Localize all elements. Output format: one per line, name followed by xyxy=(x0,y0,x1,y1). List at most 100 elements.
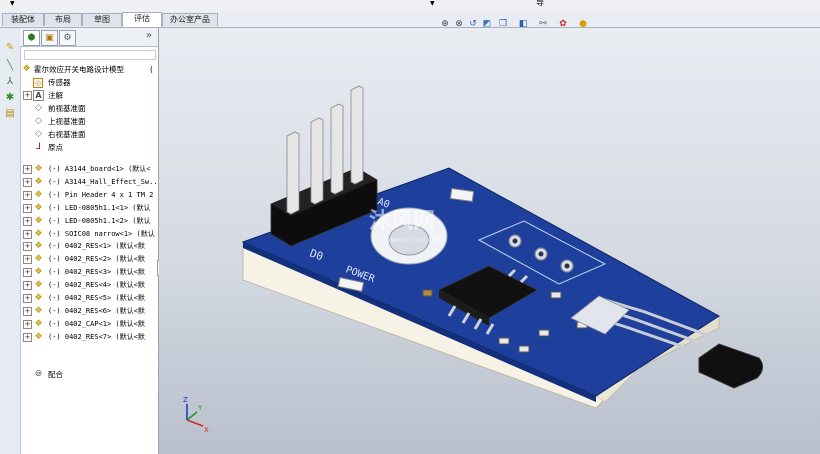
part-icon: ❖ xyxy=(34,202,43,213)
configuration-manager-tab-icon[interactable]: ⚙ xyxy=(59,30,76,46)
expand-icon[interactable]: + xyxy=(23,216,32,226)
soic-chip-side xyxy=(439,290,489,326)
previous-view-icon[interactable]: ↺ xyxy=(469,19,477,29)
feature-manager-panel: ✎ ╲ ⅄ ✱ ▤ ⬢ ▣ ⚙ » ❖ 霍尔效应开关电路设计模型 ( ◎ 传感器… xyxy=(0,28,164,454)
tab-evaluate[interactable]: 评估 xyxy=(122,12,162,27)
zoom-to-area-icon[interactable]: ⊗ xyxy=(455,19,463,29)
tab-office-products[interactable]: 办公室产品 xyxy=(162,13,218,26)
axis-tool-icon[interactable]: ⅄ xyxy=(6,76,14,87)
component-label: (-) LED-0805h1.1<1> (默认 xyxy=(48,203,151,212)
hall-sensor-body xyxy=(698,343,763,389)
view-orientation-icon[interactable]: ❒ xyxy=(498,19,508,29)
model-view[interactable]: POWER D0 A0 沐风网 www.mfcad.com Z Y X xyxy=(159,28,820,454)
dropdown-icon[interactable]: ▼ xyxy=(10,0,15,7)
pcb-edge xyxy=(243,242,596,402)
part-icon: ❖ xyxy=(34,280,43,291)
layer-tool-icon[interactable]: ▤ xyxy=(5,108,15,119)
expand-icon[interactable]: + xyxy=(23,165,32,174)
tree-item-component[interactable]: +❖(-) LED-0805h1.1<2> (默认 xyxy=(20,215,158,228)
expand-icon[interactable]: + xyxy=(23,255,32,265)
component-label: (-) Pin Header 4 x 1 TM 2 xyxy=(48,190,154,199)
pcb-label-a0: A0 xyxy=(376,196,391,210)
tree-item-component[interactable]: +❖(-) 0402_RES<3> (默认<默 xyxy=(20,266,158,279)
tree-item-component[interactable]: +❖ (-) SOIC08 narrow<1> (默认 xyxy=(20,228,158,241)
tree-item-sensors[interactable]: ◎ 传感器 xyxy=(33,78,71,88)
tree-item-component[interactable]: +❖ (-) LED-0805h1.1<1> (默认 xyxy=(20,202,158,215)
tree-filter-input[interactable] xyxy=(24,50,156,60)
tree-item-component[interactable]: +❖(-) 0402_RES<6> (默认<默 xyxy=(20,305,158,318)
tree-item-plane[interactable]: ◇ 上视基准面 xyxy=(20,115,158,128)
expand-panel-icon[interactable]: » xyxy=(145,30,152,41)
smd-resistor xyxy=(550,291,562,299)
component-label: (-) LED-0805h1.1<2> (默认 xyxy=(48,216,151,225)
expand-icon[interactable]: + xyxy=(23,203,32,213)
component-label: (-) 0402_RES<1> (默认<默 xyxy=(48,242,145,251)
header-pins xyxy=(286,85,364,215)
tab-layout[interactable]: 布局 xyxy=(44,13,82,26)
feature-manager-tab-icon[interactable]: ⬢ xyxy=(23,30,40,46)
zoom-to-fit-icon[interactable]: ⊕ xyxy=(441,19,449,29)
silkscreen-outline xyxy=(477,220,607,285)
pcb-label-d0: D0 xyxy=(308,247,325,264)
dropdown-icon[interactable]: ▼ xyxy=(430,0,435,7)
component-label: (-) SOIC08 narrow<1> (默认 xyxy=(48,229,155,238)
sketch-line-icon[interactable]: ✎ xyxy=(5,42,15,53)
expand-icon[interactable]: + xyxy=(23,177,32,187)
tree-item-component[interactable]: +❖(-) A3144_board<1> (默认< xyxy=(20,163,158,176)
scene-icon[interactable]: ● xyxy=(579,19,587,29)
tree-item-component[interactable]: +❖ (-) 0402_RES<1> (默认<默 xyxy=(20,240,158,253)
coordinate-triad: Z Y X xyxy=(183,396,209,434)
hide-show-icon[interactable]: ⚯ xyxy=(539,19,547,29)
display-style-icon[interactable]: ◧ xyxy=(518,19,528,29)
watermark-url: www.mfcad.com xyxy=(385,236,443,244)
tree-item-component[interactable]: +❖ (-) Pin Header 4 x 1 TM 2 xyxy=(20,189,158,202)
side-toolbar: ✎ ╲ ⅄ ✱ ▤ xyxy=(0,28,21,454)
assembly-icon: ❖ xyxy=(22,64,31,74)
point-tool-icon[interactable]: ✱ xyxy=(5,92,15,103)
part-icon: ❖ xyxy=(34,254,43,265)
part-icon: ❖ xyxy=(34,189,43,200)
tab-assembly[interactable]: 装配体 xyxy=(2,13,44,26)
tree-item-annotations[interactable]: + A 注解 xyxy=(23,90,63,101)
expand-icon[interactable]: + xyxy=(23,319,32,329)
component-label: (-) 0402_RES<4> (默认<默 xyxy=(48,281,145,290)
expand-icon[interactable]: + xyxy=(23,268,32,278)
expand-icon[interactable]: + xyxy=(23,306,32,316)
tree-root[interactable]: ❖ 霍尔效应开关电路设计模型 ( xyxy=(20,63,158,76)
part-icon: ❖ xyxy=(34,241,43,252)
component-label: (-) 0402_RES<5> (默认<默 xyxy=(48,294,145,302)
soic-chip xyxy=(438,265,538,319)
part-icon: ❖ xyxy=(34,293,43,303)
expand-icon[interactable]: + xyxy=(23,91,32,100)
tree-item-component[interactable]: +❖(-) 0402_RES<7> (默认<默 xyxy=(20,331,158,344)
section-view-icon[interactable]: ◩ xyxy=(482,19,492,29)
plane-icon: ◇ xyxy=(35,129,42,139)
tree-item-plane[interactable]: ◇ 前视基准面 xyxy=(20,102,158,115)
component-label: (-) A3144_board<1> (默认< xyxy=(48,165,151,173)
tree-item-component[interactable]: +❖(-) 0402_CAP<1> (默认<默 xyxy=(20,318,158,331)
edit-appearance-icon[interactable]: ✿ xyxy=(559,19,567,29)
expand-icon[interactable]: + xyxy=(23,242,32,252)
component-label: (-) 0402_RES<3> (默认<默 xyxy=(48,268,145,277)
component-label: (-) 0402_RES<7> (默认<默 xyxy=(48,332,145,341)
tree-item-component[interactable]: +❖ (-) 0402_RES<4> (默认<默 xyxy=(20,279,158,292)
top-fragment: 导 xyxy=(536,0,544,7)
smd-resistor xyxy=(518,345,530,353)
expand-icon[interactable]: + xyxy=(23,190,32,200)
property-manager-tab-icon[interactable]: ▣ xyxy=(41,30,58,46)
line-tool-icon[interactable]: ╲ xyxy=(6,60,14,71)
graphics-area[interactable]: ⊕ ⊗ ↺ ◩ ❒ ◧ ⚯ ✿ ● xyxy=(159,19,820,454)
tree-item-plane[interactable]: ◇ 右视基准面 xyxy=(20,128,158,141)
tree-item-mates[interactable]: ⊚ 配合 xyxy=(34,369,63,379)
tree-item-component[interactable]: +❖(-) A3144_Hall_Effect_Sw... xyxy=(20,176,158,189)
tree-item-component[interactable]: +❖(-) 0402_RES<2> (默认<默 xyxy=(20,253,158,266)
expand-icon[interactable]: + xyxy=(23,229,32,239)
tab-sketch[interactable]: 草图 xyxy=(82,13,122,26)
expand-icon[interactable]: + xyxy=(23,332,32,342)
pcb-pad xyxy=(564,263,570,269)
tree-item-origin[interactable]: ⅃ 原点 xyxy=(20,141,158,154)
tree-item-component[interactable]: +❖ (-) 0402_RES<5> (默认<默 xyxy=(20,292,158,305)
part-icon: ❖ xyxy=(34,228,43,239)
expand-icon[interactable]: + xyxy=(23,281,32,291)
expand-icon[interactable]: + xyxy=(23,294,32,303)
